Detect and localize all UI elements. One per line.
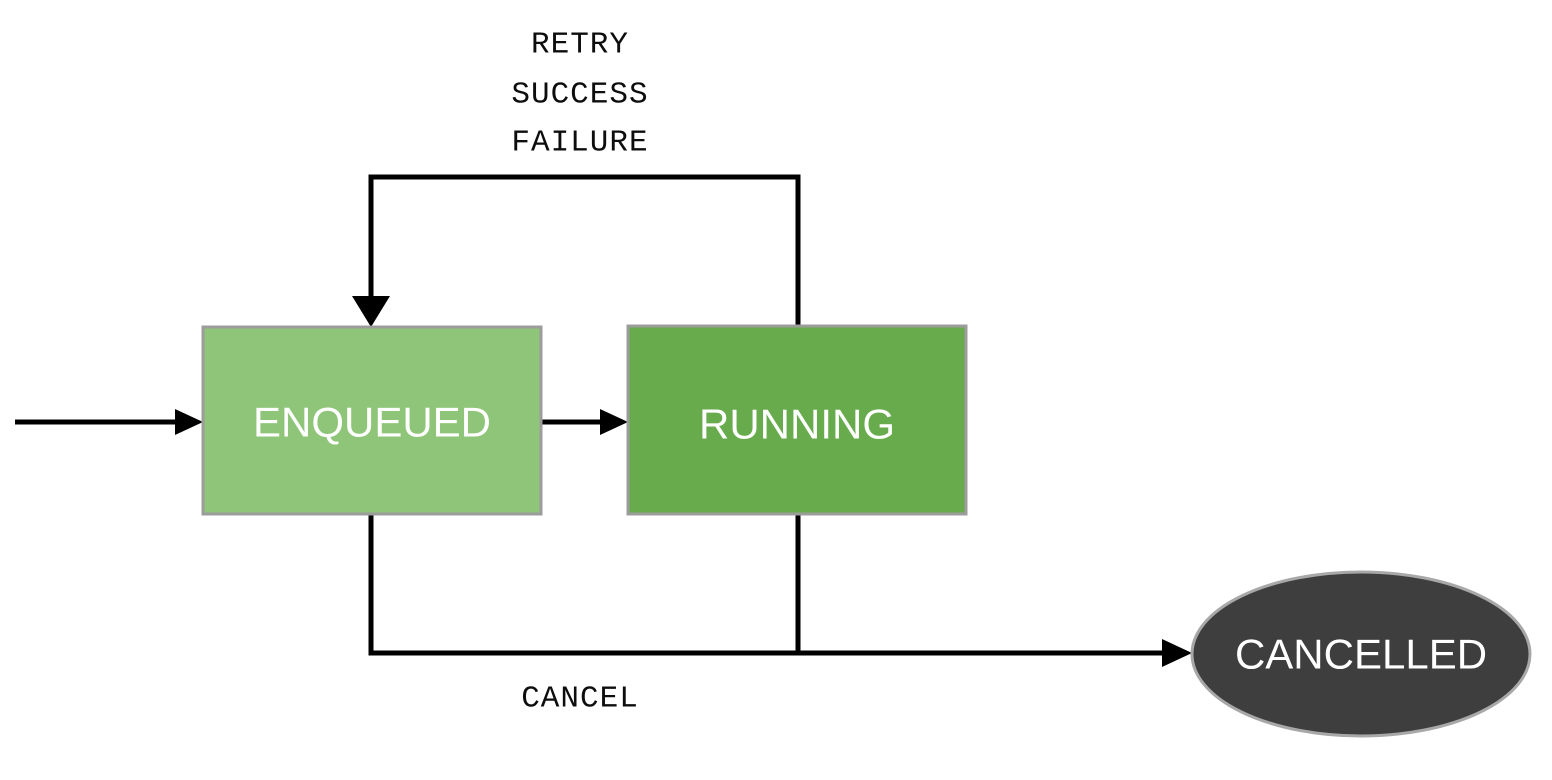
edge-label-cancel: CANCEL: [521, 682, 639, 717]
edge-label-success: SUCCESS: [511, 78, 648, 113]
edge-start-to-enqueued: [15, 409, 203, 435]
edge-running-to-enqueued-arrowhead: [352, 296, 390, 327]
node-cancelled[interactable]: CANCELLED: [1190, 570, 1532, 738]
edge-running-to-enqueued-line: [368, 174, 801, 326]
edge-enqueued-to-running-arrowhead: [600, 409, 628, 435]
node-cancelled-label: CANCELLED: [1235, 631, 1487, 678]
edge-enqueued-to-cancelled: [368, 514, 1192, 667]
node-enqueued[interactable]: ENQUEUED: [201, 325, 543, 516]
edge-label-failure: FAILURE: [511, 126, 648, 161]
node-running[interactable]: RUNNING: [626, 324, 968, 516]
edge-enqueued-to-cancelled-line: [368, 514, 1175, 656]
edge-label-retry: RETRY: [531, 28, 629, 63]
node-running-shape[interactable]: [626, 324, 968, 516]
node-running-label: RUNNING: [699, 401, 895, 448]
edge-enqueued-to-running: [541, 409, 628, 435]
edge-enqueued-to-cancelled-arrowhead: [1162, 639, 1192, 667]
node-enqueued-shape[interactable]: [201, 325, 543, 516]
edge-start-to-enqueued-arrowhead: [175, 409, 203, 435]
edge-running-to-enqueued: [352, 174, 801, 327]
node-cancelled-shape[interactable]: [1190, 570, 1532, 738]
node-enqueued-label: ENQUEUED: [253, 399, 491, 446]
